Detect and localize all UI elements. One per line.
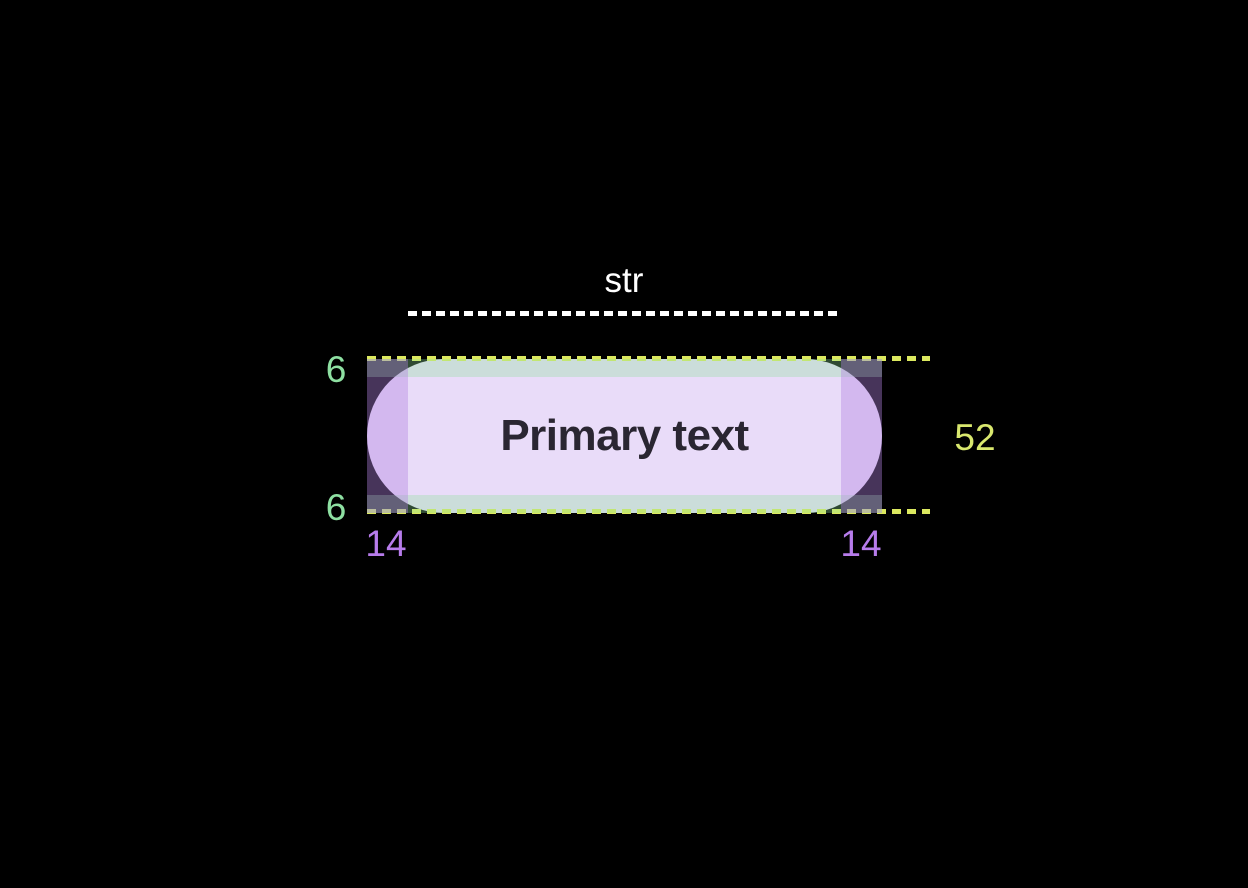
string-width-dashed-line — [408, 311, 840, 316]
padding-top-label: 6 — [325, 349, 347, 390]
bottom-edge-dashed-line — [367, 509, 930, 514]
padding-right-overlay — [841, 359, 882, 513]
padding-bottom-label: 6 — [325, 487, 347, 528]
button-spec-box: Primary text — [367, 359, 882, 513]
padding-left-label: 14 — [365, 523, 407, 564]
padding-left-overlay — [367, 359, 408, 513]
padding-top-overlay — [367, 359, 882, 377]
padding-right-label: 14 — [840, 523, 882, 564]
string-width-label: str — [604, 261, 644, 300]
height-label: 52 — [954, 417, 996, 458]
primary-button-label: Primary text — [500, 411, 749, 460]
padding-bottom-overlay — [367, 495, 882, 513]
primary-button[interactable]: Primary text — [367, 359, 882, 513]
top-edge-dashed-line — [367, 356, 930, 361]
